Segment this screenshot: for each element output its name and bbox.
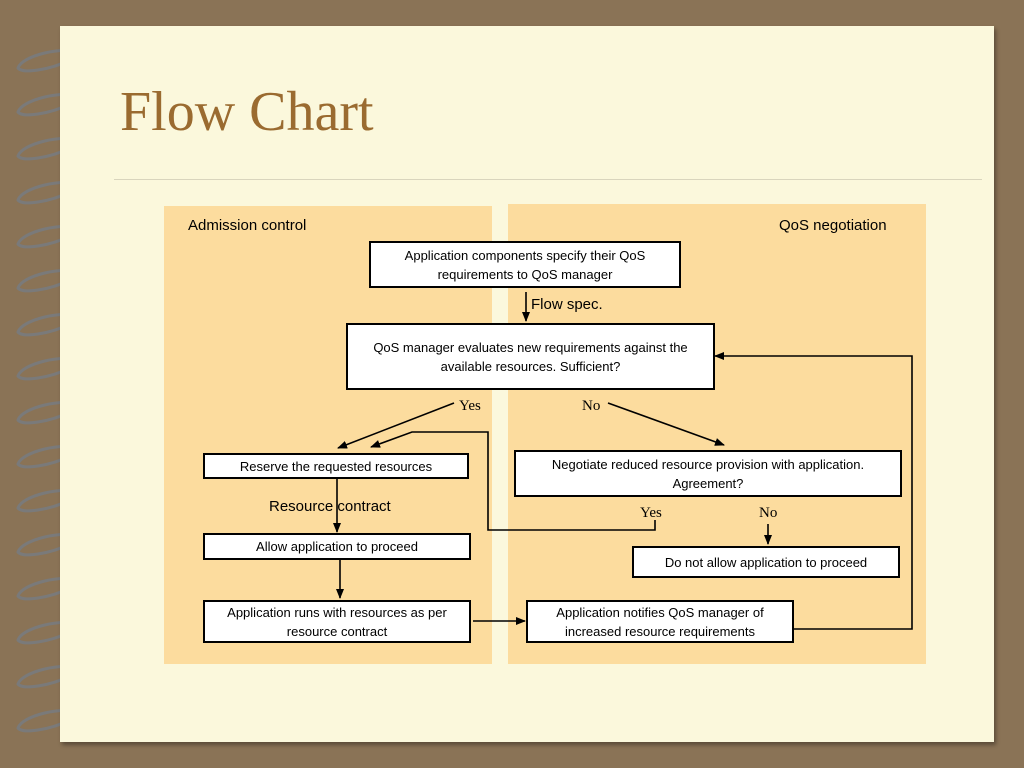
label-no-agreement: No — [759, 505, 778, 521]
admission-control-label: Admission control — [188, 217, 307, 234]
node-evaluate-resources: QoS manager evaluates new requirements a… — [346, 323, 715, 390]
node-negotiate-provision: Negotiate reduced resource provision wit… — [514, 450, 902, 497]
label-resource-contract: Resource contract — [269, 498, 391, 515]
label-yes-agreement: Yes — [640, 505, 662, 521]
node-allow-proceed: Allow application to proceed — [203, 533, 471, 560]
arrow-agreement-yes-to-reserve — [370, 431, 656, 531]
label-flow-spec: Flow spec. — [531, 296, 603, 313]
arrow-no-to-negotiate — [607, 402, 725, 446]
node-reserve-resources: Reserve the requested resources — [203, 453, 469, 479]
node-application-notifies: Application notifies QoS manager of incr… — [526, 600, 794, 643]
arrow-notifies-to-evaluate — [714, 352, 913, 630]
title-divider — [114, 179, 982, 180]
label-yes-sufficient: Yes — [459, 398, 481, 414]
arrow-yes-to-reserve — [337, 402, 455, 449]
node-deny-proceed: Do not allow application to proceed — [632, 546, 900, 578]
label-no-sufficient: No — [582, 398, 601, 414]
node-application-runs: Application runs with resources as per r… — [203, 600, 471, 643]
qos-negotiation-label: QoS negotiation — [779, 217, 887, 234]
node-specify-requirements: Application components specify their QoS… — [369, 241, 681, 288]
slide-title: Flow Chart — [120, 81, 374, 143]
